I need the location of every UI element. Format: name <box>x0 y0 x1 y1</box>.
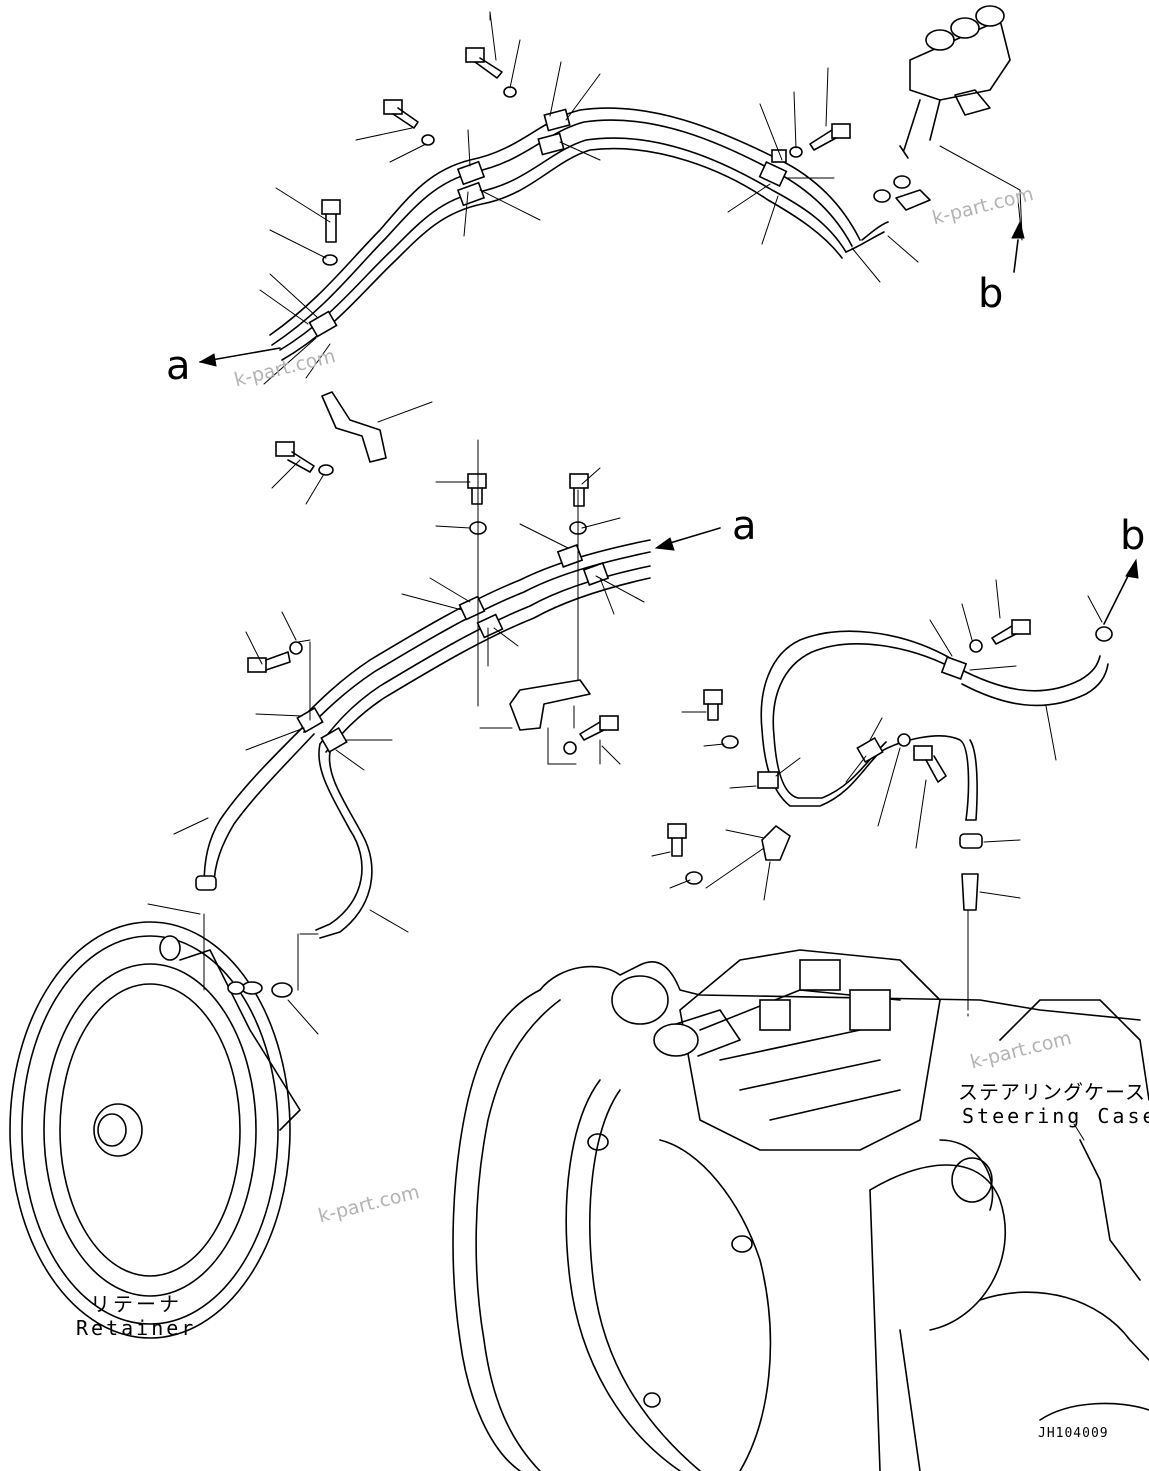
right-hose-assembly <box>651 579 1113 1001</box>
bolt-icon <box>275 441 315 473</box>
reference-a-middle: a <box>732 503 757 549</box>
middle-hose-assembly <box>147 439 651 1035</box>
bolt-icon <box>667 823 687 857</box>
valve-block <box>899 5 1011 159</box>
bolt-icon <box>569 473 589 507</box>
bolt-icon <box>703 689 723 721</box>
upper-hose-assembly <box>259 5 1023 505</box>
retainer-label-en: Retainer <box>76 1316 197 1340</box>
bolt-icon <box>321 199 341 243</box>
bolt-icon <box>247 651 291 673</box>
drawing-code: JH104009 <box>1038 1426 1109 1441</box>
retainer-label-jp: リテーナ <box>90 1292 182 1316</box>
reference-b-upper: b <box>978 271 1004 317</box>
reference-b-middle: b <box>1120 513 1146 559</box>
reference-a-upper: a <box>166 343 191 389</box>
bolt-icon <box>809 123 851 151</box>
bolt-icon <box>467 473 487 505</box>
bolt-icon <box>579 715 619 741</box>
bolt-icon <box>913 745 947 783</box>
steering-case-label-en: Steering Case <box>962 1104 1149 1128</box>
bolt-icon <box>383 99 419 129</box>
steering-case-housing <box>452 949 1149 1471</box>
bolt-icon <box>465 47 503 79</box>
retainer-housing <box>9 921 301 1339</box>
bolt-icon <box>991 619 1031 645</box>
steering-case-label-jp: ステアリングケース <box>958 1080 1146 1104</box>
